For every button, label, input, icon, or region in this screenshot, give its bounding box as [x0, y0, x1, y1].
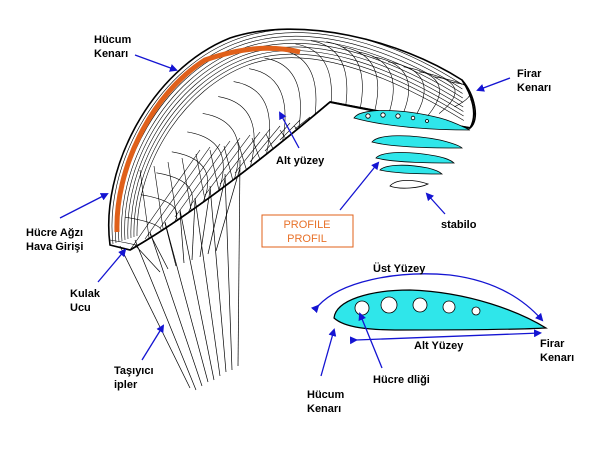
profile-box-frame	[261, 214, 354, 248]
label-kulak-ucu-2: Ucu	[70, 302, 91, 314]
suspension-lines	[119, 159, 241, 391]
labels: Hücum Kenarı Firar Kenarı Alt yüzey Hücr…	[26, 34, 574, 415]
arrow-hucre-deligi	[358, 312, 383, 369]
cell-hole-1	[354, 300, 370, 316]
label-hucre-agzi-1: Hücre Ağzı	[26, 227, 83, 239]
arrows	[59, 54, 544, 377]
lower-surface-edge	[129, 101, 331, 251]
cell-hole-5	[471, 306, 481, 316]
label-hucum-kenari-top-1: Hücum	[94, 34, 132, 46]
arrow-tasiyici	[141, 324, 165, 361]
cell-hole-2	[380, 296, 398, 314]
label-hucre-deligi: Hücre dliği	[373, 374, 430, 386]
arrow-hucum-top	[134, 54, 178, 72]
label-hucum-kenari-bottom-2: Kenarı	[307, 403, 341, 415]
label-tasiyici-2: ipler	[114, 379, 138, 391]
arrow-ust-yuzey	[310, 273, 544, 322]
arrow-kulak-ucu	[97, 248, 127, 283]
arrow-profile-box	[339, 161, 380, 211]
label-alt-yuzey-profile: Alt Yüzey	[414, 340, 464, 352]
upper-trailing-curve	[461, 79, 475, 129]
profile-box-label-1: PROFILE	[283, 219, 330, 231]
profile-box-label-2: PROFIL	[287, 233, 327, 245]
label-firar-kenari-top-1: Firar	[517, 68, 542, 80]
arrow-firar-top	[476, 77, 511, 92]
cell-hole-4	[442, 300, 456, 314]
label-hucre-agzi-2: Hava Girişi	[26, 241, 83, 253]
label-stabilo: stabilo	[441, 219, 477, 231]
label-ust-yuzey: Üst Yüzey	[373, 262, 426, 275]
label-firar-kenari-bottom-2: Kenarı	[540, 352, 574, 364]
stabilo-profile	[389, 180, 430, 189]
arrow-hucum-bottom	[320, 328, 337, 377]
rib-profile-3	[375, 152, 455, 164]
label-hucum-kenari-bottom-1: Hücum	[307, 389, 345, 401]
wing-canopy	[108, 28, 477, 251]
leading-edge-band	[114, 45, 301, 233]
arrow-alt-yuzey	[279, 111, 300, 149]
arrow-stabilo	[425, 192, 446, 215]
arrow-hucre-agzi	[59, 193, 109, 219]
cell-hole-3	[412, 297, 428, 313]
label-tasiyici-1: Taşıyıcı	[114, 365, 154, 377]
arrow-alt-yuzey-profile	[349, 329, 542, 345]
rib-profile-4	[379, 164, 443, 175]
label-firar-kenari-bottom-1: Firar	[540, 338, 565, 350]
label-firar-kenari-top-2: Kenarı	[517, 82, 551, 94]
label-alt-yuzey: Alt yüzey	[276, 155, 325, 167]
profile-box: PROFILE PROFIL	[261, 214, 354, 248]
label-hucum-kenari-top-2: Kenarı	[94, 48, 128, 60]
rib-profile-2	[371, 135, 463, 149]
rib-profiles	[353, 110, 471, 189]
label-kulak-ucu-1: Kulak	[70, 288, 101, 300]
